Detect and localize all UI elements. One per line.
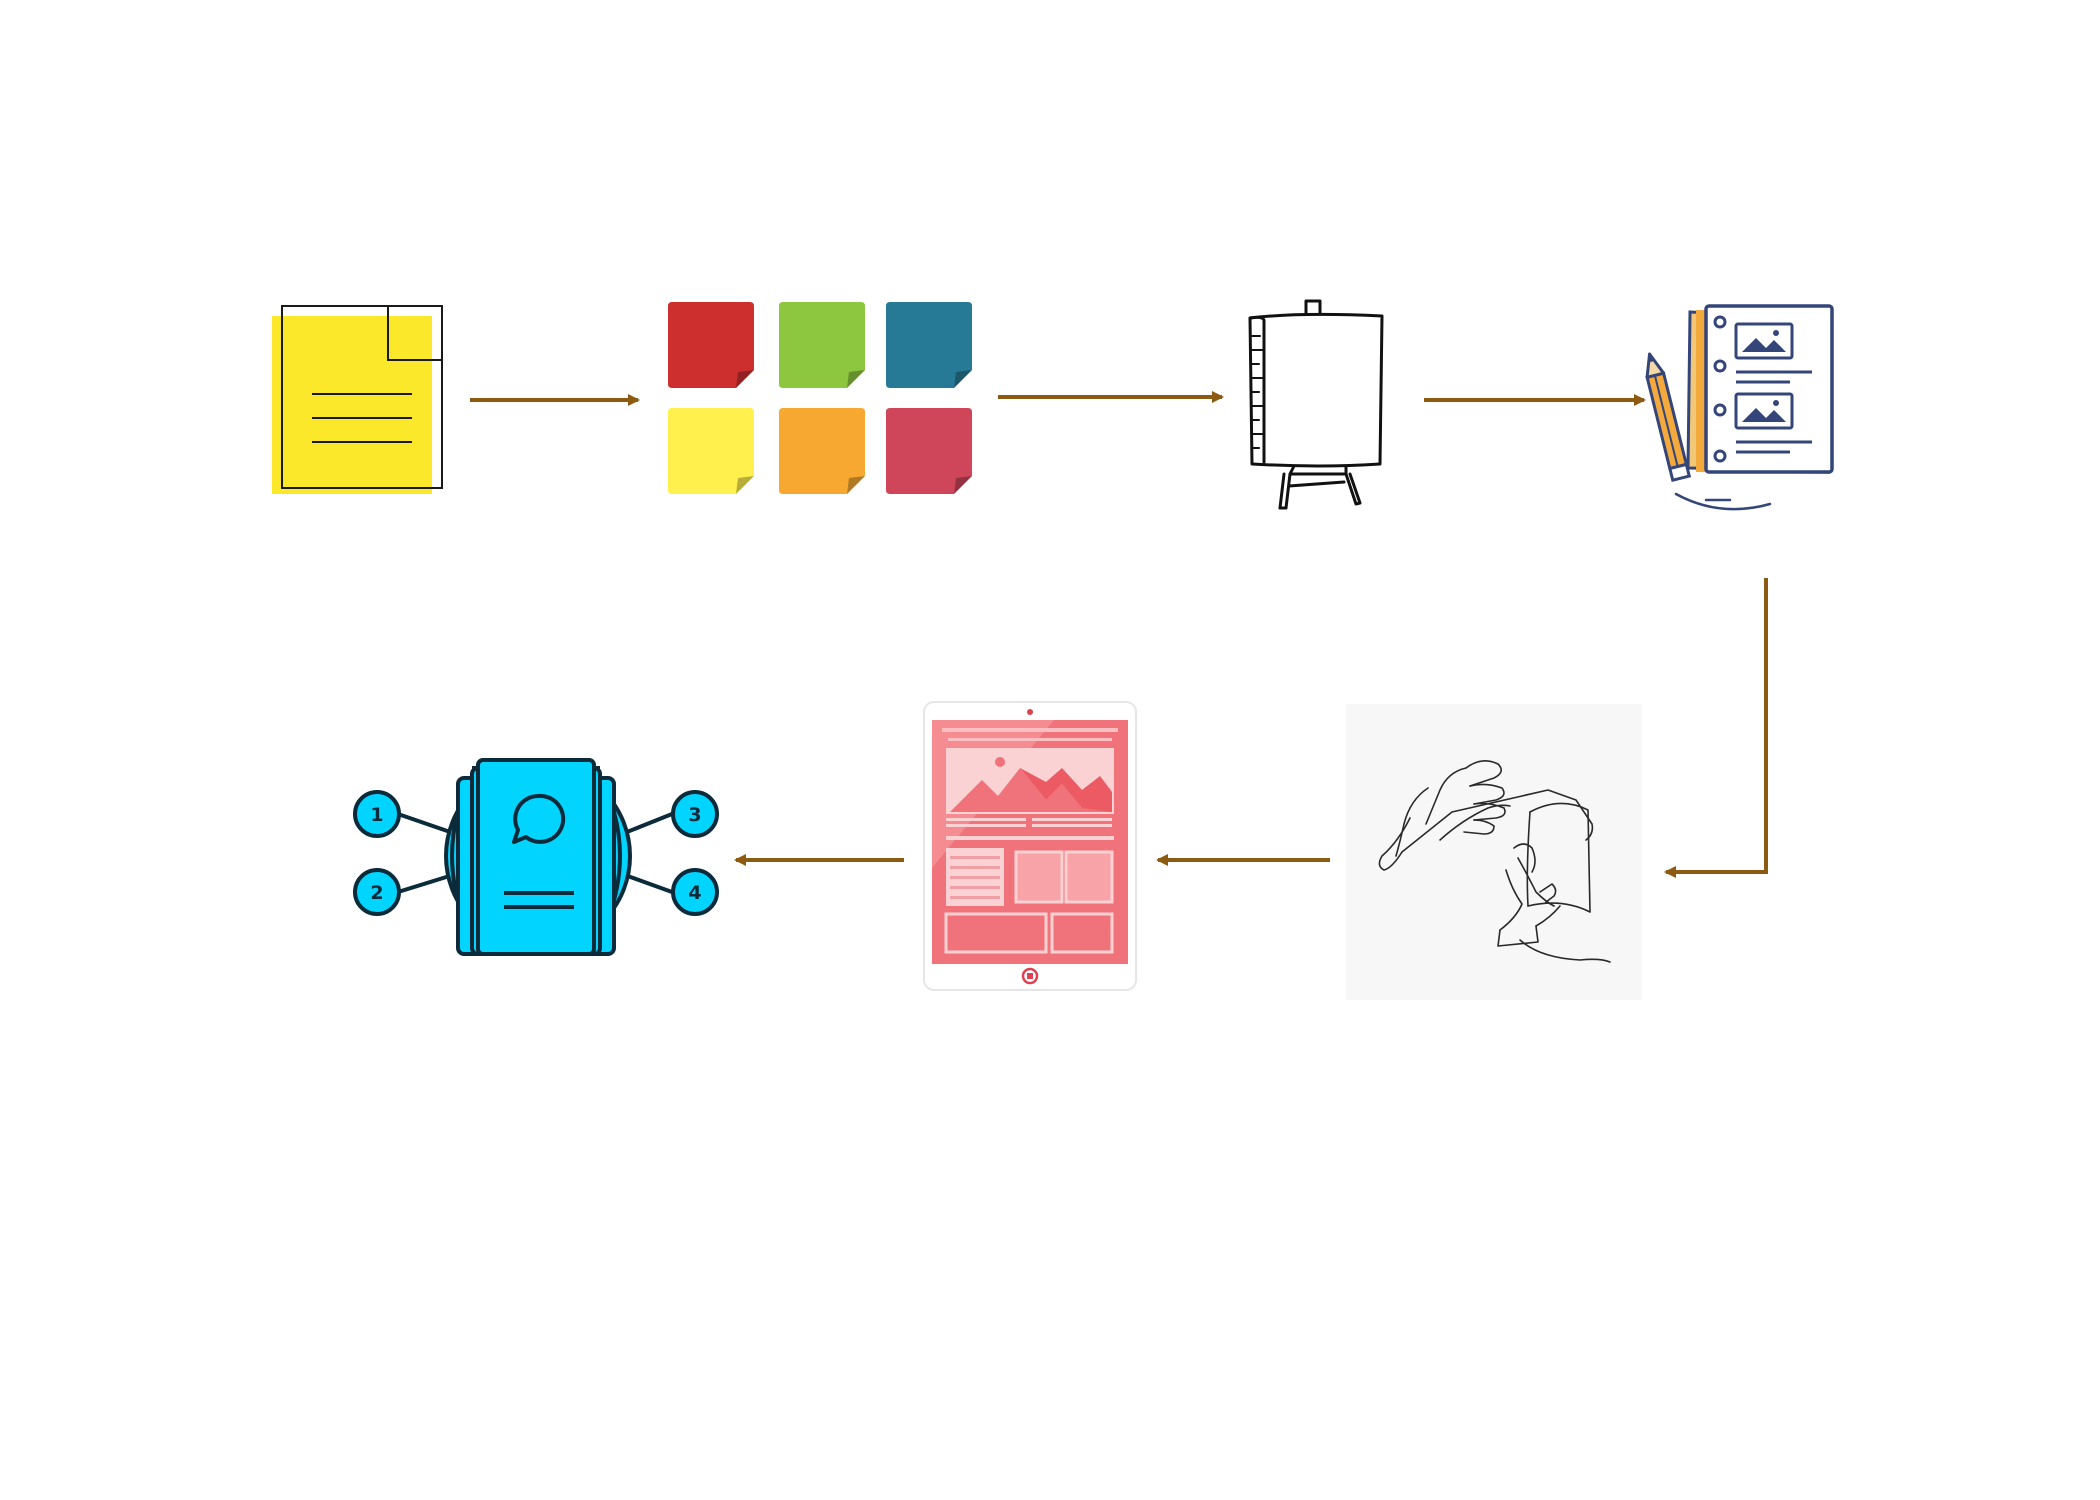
sticky-note — [886, 302, 972, 388]
sticky-note — [668, 408, 754, 494]
storyboard-sheets-icon — [1645, 304, 1834, 511]
network-node-label: 2 — [370, 882, 383, 904]
flow-arrow-4 — [1664, 578, 1768, 878]
easel-board-icon — [1248, 299, 1384, 510]
sticky-note — [668, 302, 754, 388]
sticky-note — [886, 408, 972, 494]
chat-document-network-icon: 1 2 3 4 — [353, 758, 719, 956]
network-node-label: 1 — [370, 804, 383, 826]
network-node-label: 3 — [688, 804, 701, 826]
tablet-wireframe-icon — [923, 701, 1137, 991]
sticky-note — [779, 302, 865, 388]
network-node-2: 2 — [353, 868, 401, 916]
hand-sketch-drawing-icon — [1346, 704, 1642, 1000]
network-node-3: 3 — [671, 790, 719, 838]
network-node-label: 4 — [688, 882, 701, 904]
network-node-1: 1 — [353, 790, 401, 838]
yellow-document-icon — [272, 305, 443, 494]
sticky-note — [779, 408, 865, 494]
network-node-4: 4 — [671, 868, 719, 916]
sticky-notes-grid-icon — [668, 302, 972, 494]
